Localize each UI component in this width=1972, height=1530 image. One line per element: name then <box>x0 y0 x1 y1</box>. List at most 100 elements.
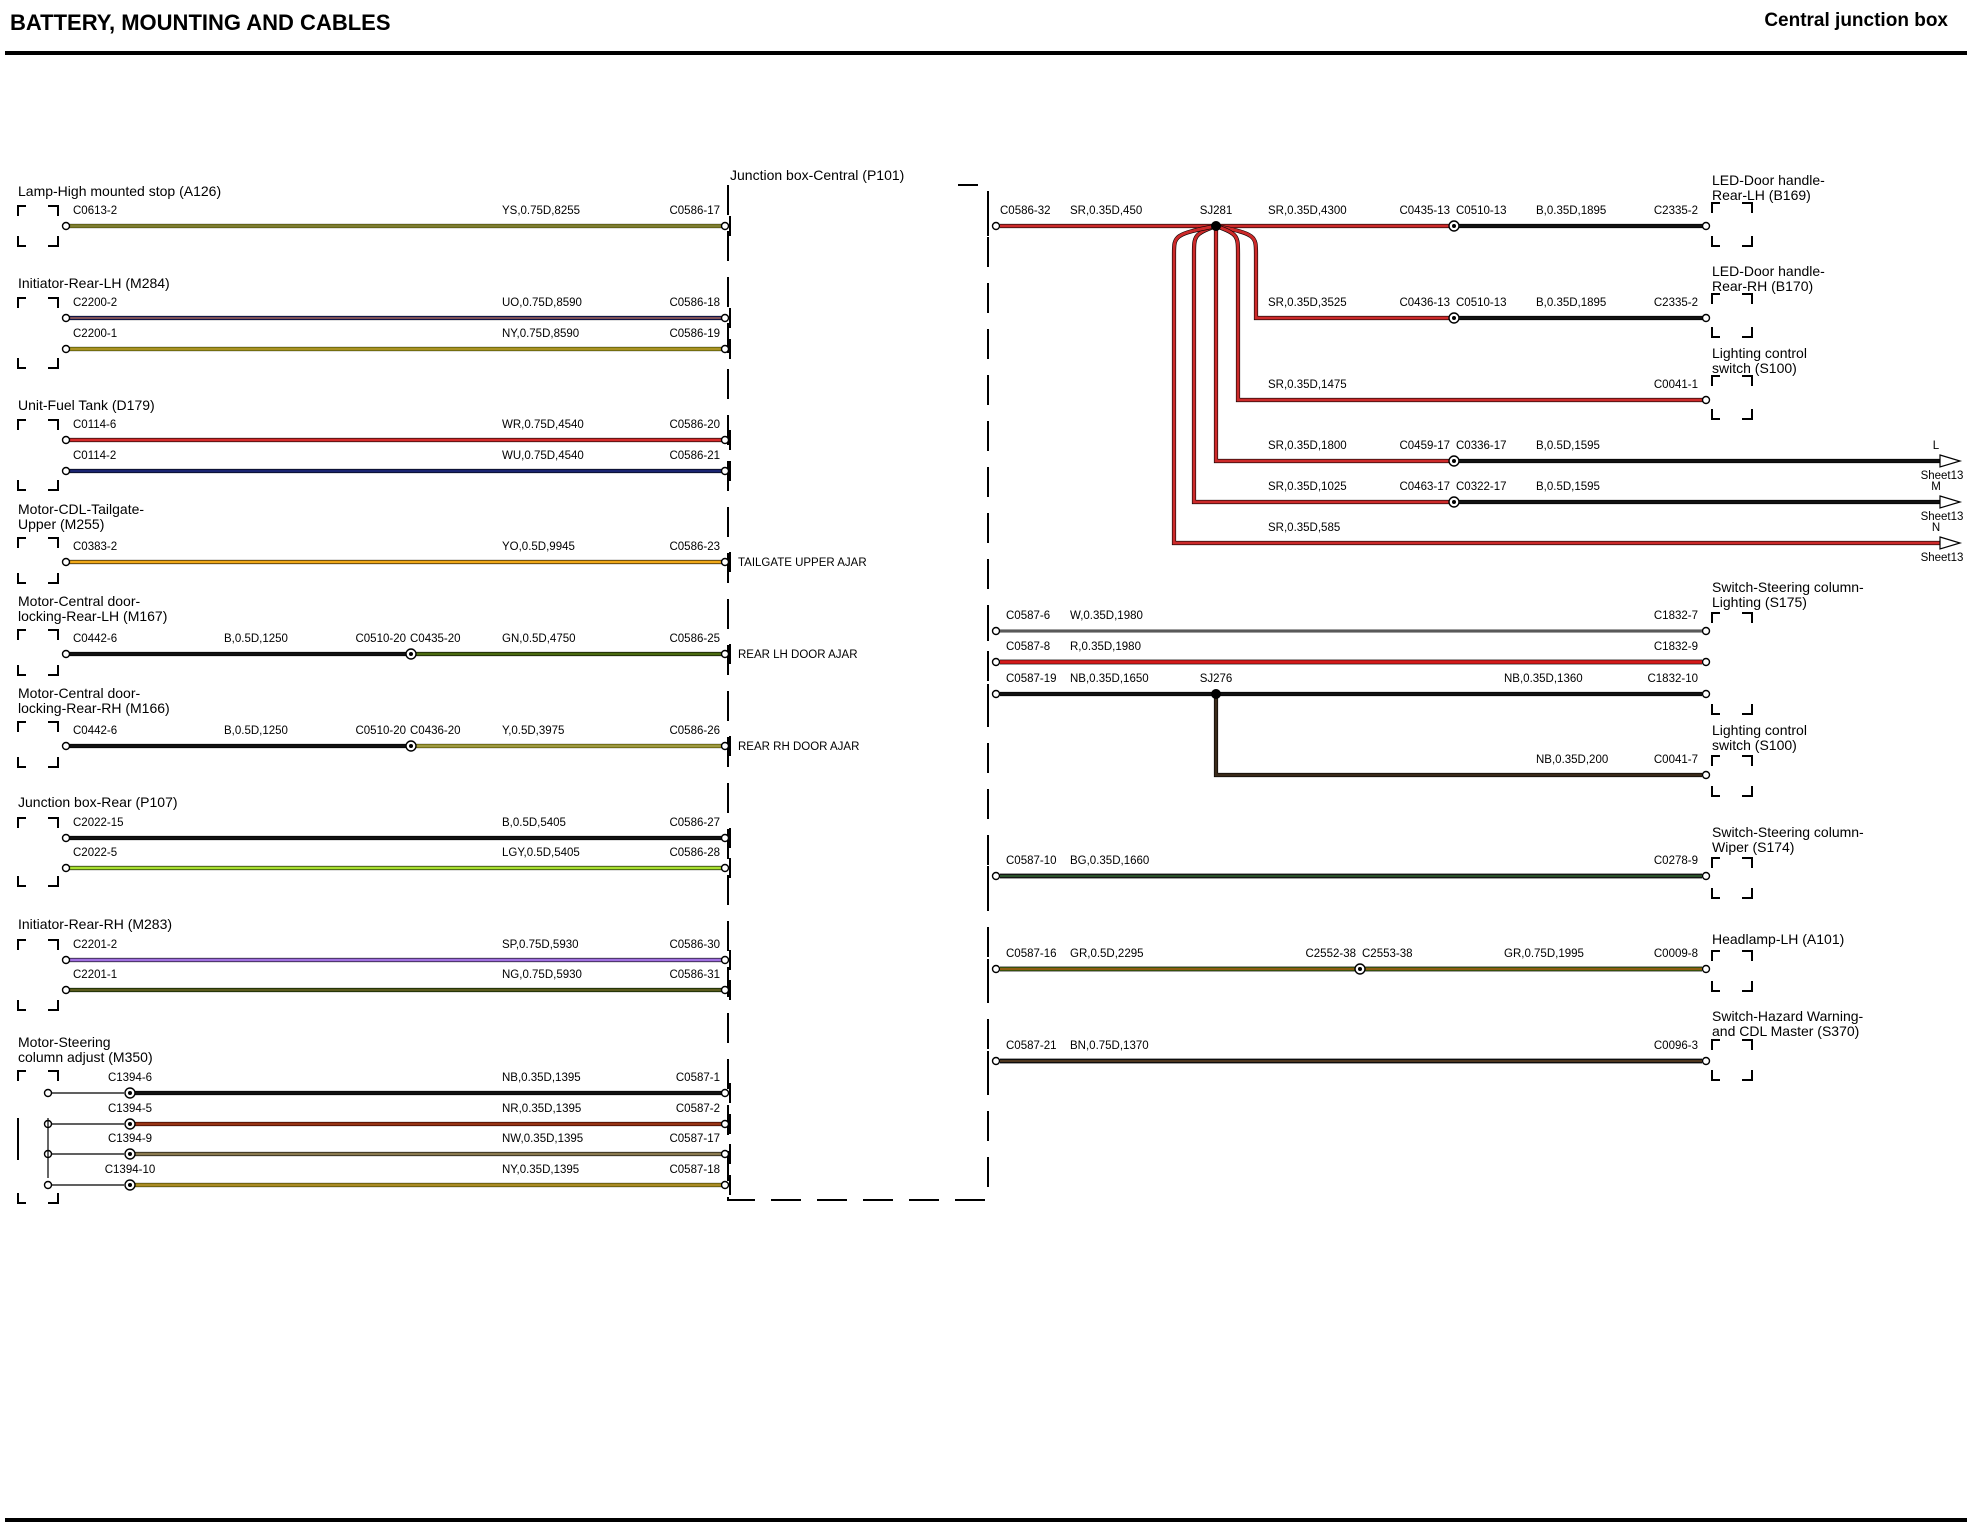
component-label: Lighting (S175) <box>1712 594 1807 610</box>
right-component: LED-Door handle-Rear-RH (B170) <box>1711 263 1825 338</box>
pin-terminal <box>720 1180 730 1190</box>
component-label: Wiper (S174) <box>1712 839 1794 855</box>
to-connector: C1832-10 <box>1647 673 1698 685</box>
splice-node-sj281 <box>1211 221 1221 231</box>
wire-note: REAR RH DOOR AJAR <box>738 741 859 753</box>
splice-label: SJ281 <box>1200 205 1233 217</box>
pin-terminal <box>1701 626 1711 636</box>
component-bracket <box>1711 950 1753 992</box>
component-label: Lamp-High mounted stop (A126) <box>18 183 221 199</box>
pin-terminal <box>61 557 71 567</box>
pin-terminal <box>61 741 71 751</box>
wire-outline <box>1213 225 1449 464</box>
wire-spec: SR,0.35D,4300 <box>1268 205 1347 217</box>
to-connector: C1832-7 <box>1654 610 1698 622</box>
wire-spec: SR,0.35D,450 <box>1070 205 1142 217</box>
wire-note: REAR LH DOOR AJAR <box>738 649 858 661</box>
wire-outline <box>1215 224 1706 403</box>
wire-spec-a: B,0.5D,1250 <box>224 633 288 645</box>
wire-spec: NY,0.75D,8590 <box>502 328 579 340</box>
junction-box-label: Junction box-Central (P101) <box>730 167 904 183</box>
inline-connector-b: C2553-38 <box>1362 948 1413 960</box>
wire-spec: SP,0.75D,5930 <box>502 939 579 951</box>
inline-connector-pin <box>128 1122 132 1126</box>
splice-node-sj276 <box>1211 689 1221 699</box>
branch-wire-outline <box>1213 694 1702 778</box>
to-connector: C0587-2 <box>676 1103 720 1115</box>
wire-spec: NB,0.35D,1650 <box>1070 673 1149 685</box>
inline-connector-b: C0336-17 <box>1456 440 1507 452</box>
right-component: Switch-Steering column-Lighting (S175) <box>1711 579 1864 715</box>
from-connector: C0587-19 <box>1006 673 1057 685</box>
to-connector: C0586-17 <box>669 205 720 217</box>
to-connector: C0586-27 <box>669 817 720 829</box>
to-connector: C0587-1 <box>676 1072 720 1084</box>
wire-spec: SR,0.35D,3525 <box>1268 297 1347 309</box>
to-connector: C0586-28 <box>669 847 720 859</box>
pin-terminal <box>1701 657 1711 667</box>
component-bracket <box>17 1070 59 1204</box>
wire-spec: GR,0.5D,2295 <box>1070 948 1144 960</box>
wire-spec: SR,0.35D,1800 <box>1268 440 1347 452</box>
wire-spec: GN,0.5D,4750 <box>502 633 576 645</box>
component-label: Motor-Central door- <box>18 593 140 609</box>
component-label: Initiator-Rear-RH (M283) <box>18 916 172 932</box>
wire-spec: WU,0.75D,4540 <box>502 450 584 462</box>
to-connector: C0586-21 <box>669 450 720 462</box>
inline-connector-pin <box>409 652 413 656</box>
component-label: Initiator-Rear-LH (M284) <box>18 275 170 291</box>
from-connector: C0442-6 <box>73 633 117 645</box>
pin-terminal <box>991 221 1001 231</box>
to-connector: C0586-19 <box>669 328 720 340</box>
pin-terminal <box>1701 871 1711 881</box>
inline-connector-a: C0510-20 <box>355 633 406 645</box>
footer-rule <box>5 1518 1967 1522</box>
page-title: BATTERY, MOUNTING AND CABLES <box>10 10 391 35</box>
pin-terminal <box>1701 1056 1711 1066</box>
component-label: Lighting control <box>1712 722 1807 738</box>
inline-connector-b: C0510-13 <box>1456 297 1507 309</box>
to-connector: C0278-9 <box>1654 855 1698 867</box>
to-connector: C0586-18 <box>669 297 720 309</box>
offsheet-ref-sheet: Sheet13 <box>1921 552 1964 564</box>
from-connector: C0587-16 <box>1006 948 1057 960</box>
right-component: Switch-Steering column-Wiper (S174) <box>1711 824 1864 899</box>
splice-label: SJ276 <box>1200 673 1233 685</box>
from-connector: C0587-21 <box>1006 1040 1057 1052</box>
left-component: Unit-Fuel Tank (D179) <box>17 397 155 491</box>
pin-terminal <box>720 557 730 567</box>
inline-connector-a: C0459-17 <box>1399 440 1450 452</box>
from-connector: C1394-9 <box>108 1133 152 1145</box>
component-bracket <box>1711 755 1753 797</box>
offsheet-ref-sheet: Sheet13 <box>1921 470 1964 482</box>
wire-spec-b: B,0.5D,1595 <box>1536 481 1600 493</box>
pin-terminal <box>1701 770 1711 780</box>
wire-spec: W,0.35D,1980 <box>1070 610 1143 622</box>
pin-terminal <box>720 344 730 354</box>
pin-terminal <box>720 1088 730 1098</box>
from-connector: C0114-2 <box>73 450 116 462</box>
inline-connector-pin <box>1452 224 1456 228</box>
inline-connector-a: C0463-17 <box>1399 481 1450 493</box>
right-component: Headlamp-LH (A101) <box>1711 931 1844 992</box>
from-connector: C2200-2 <box>73 297 117 309</box>
component-label: LED-Door handle- <box>1712 172 1825 188</box>
